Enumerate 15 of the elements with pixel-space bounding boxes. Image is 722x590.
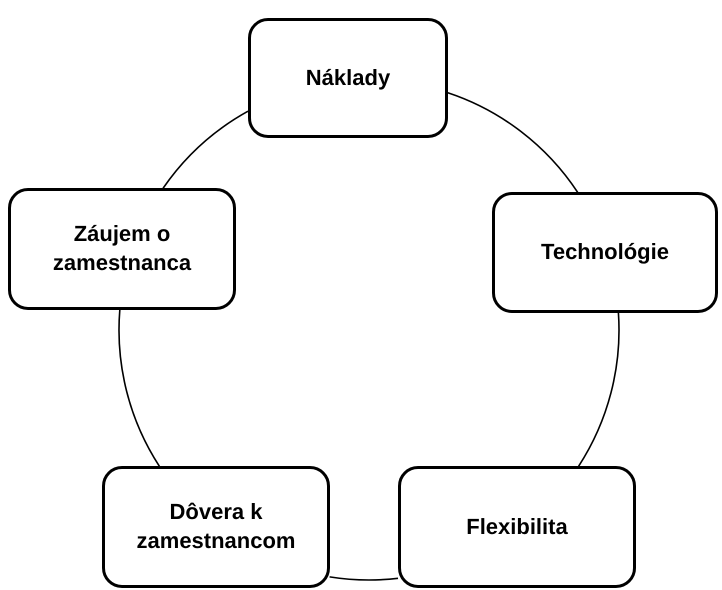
box-label: Záujem o zamestnanca: [52, 220, 192, 277]
box-label: Flexibilita: [466, 512, 568, 541]
topic-box: [398, 466, 636, 588]
topic-box: [8, 188, 236, 310]
connector-arc: [448, 92, 578, 193]
connector-arc: [118, 310, 160, 467]
connector-arc: [578, 312, 620, 467]
topic-box: [248, 18, 448, 138]
topic-box: [102, 466, 330, 588]
box-label: Dôvera k zamestnancom: [136, 498, 296, 555]
box-label: Technológie: [541, 238, 669, 266]
topic-box: [492, 192, 718, 313]
connector-arc: [162, 110, 248, 189]
connector-arc: [329, 576, 398, 581]
box-label: Náklady: [306, 64, 390, 92]
